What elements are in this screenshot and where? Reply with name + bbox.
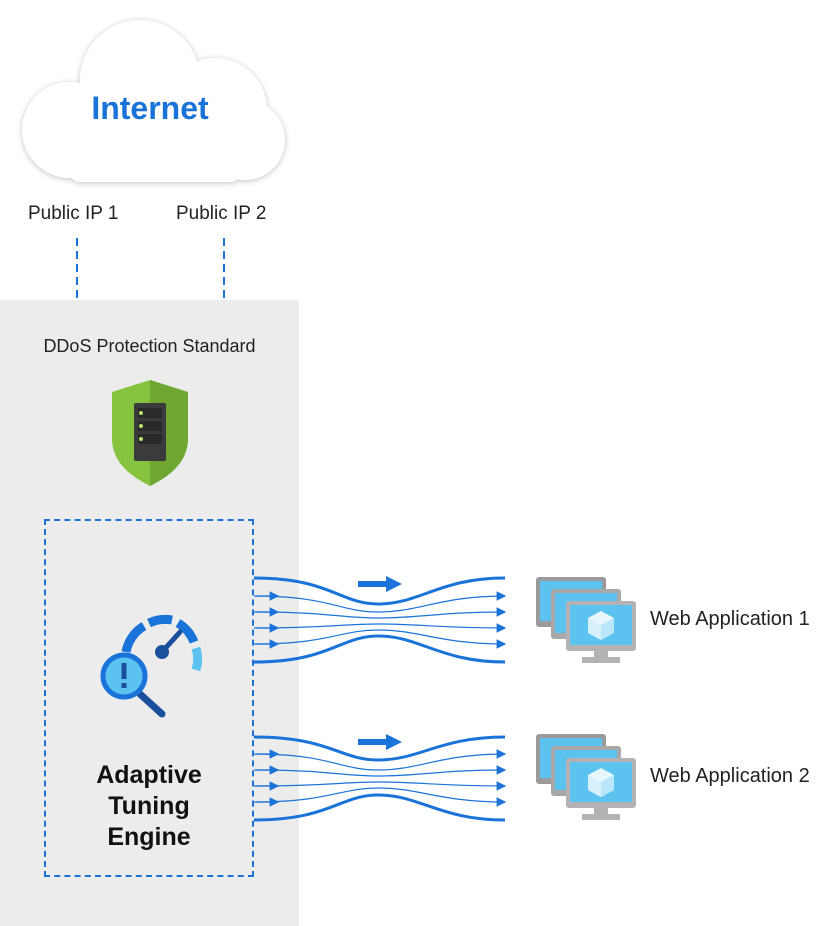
public-ip-1-label: Public IP 1: [28, 203, 119, 224]
cloud-label: Internet: [91, 90, 209, 126]
arrow-right-icon: [358, 734, 402, 750]
web-application-1-label: Web Application 1: [650, 608, 810, 630]
gauge-magnifier-icon: [100, 614, 203, 718]
engine-label-line2: Tuning: [108, 792, 190, 820]
adaptive-tuning-engine-box: [44, 519, 254, 877]
cloud-icon: [22, 20, 285, 182]
monitor-stack-icon: [536, 577, 636, 663]
monitor-stack-icon: [536, 734, 636, 820]
web-application-2-label: Web Application 2: [650, 765, 810, 787]
engine-label-line1: Adaptive: [96, 761, 202, 789]
arrow-right-icon: [358, 576, 402, 592]
engine-label-line3: Engine: [107, 823, 191, 851]
engine-label: Adaptive Tuning Engine: [44, 760, 254, 853]
traffic-flow-1: [253, 576, 507, 664]
public-ip-2-label: Public IP 2: [176, 203, 267, 224]
panel-title: DDoS Protection Standard: [43, 336, 256, 356]
traffic-flow-2: [253, 735, 507, 822]
shield-server-icon: [112, 380, 188, 486]
